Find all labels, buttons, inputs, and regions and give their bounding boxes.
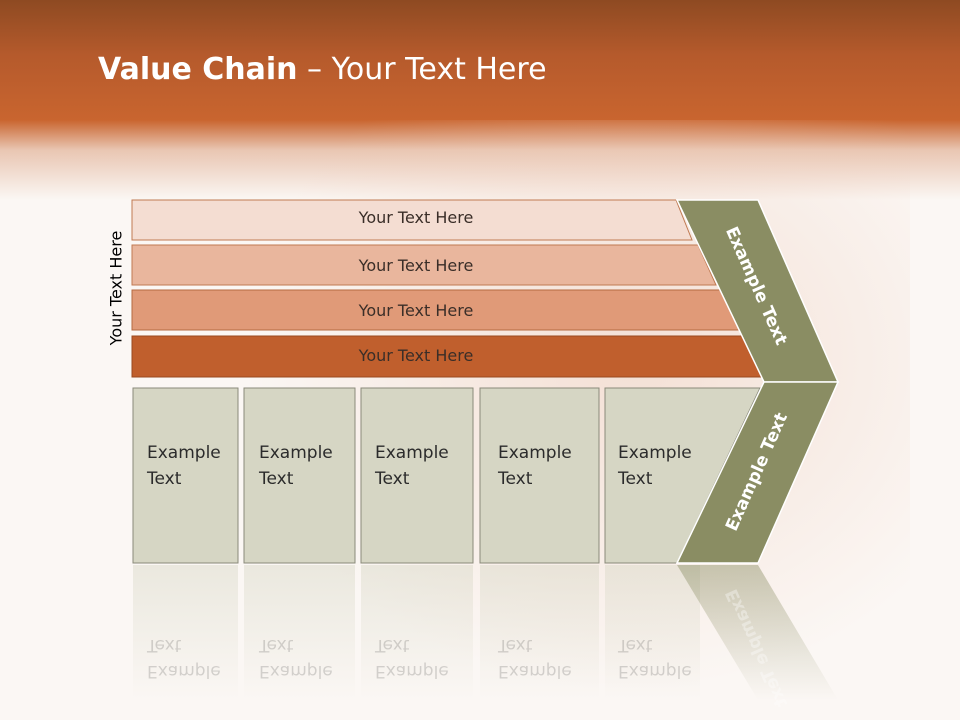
- box-reflection-4: [480, 565, 599, 700]
- chevron-lower-reflection: [677, 565, 838, 700]
- box-5-refl-line1: Example: [618, 661, 692, 681]
- activity-box-reflection-label-3: Example Text: [375, 632, 449, 684]
- box-reflection-5: [605, 565, 700, 700]
- box-2-refl-line1: Example: [259, 661, 333, 681]
- box-reflection-3: [361, 565, 473, 700]
- activity-box-reflection-label-5: Example Text: [618, 632, 692, 684]
- box-1-line2: Text: [147, 469, 182, 489]
- box-5-refl-line2: Text: [618, 635, 653, 655]
- box-3-line2: Text: [375, 469, 410, 489]
- activity-box-reflection-label-4: Example Text: [498, 632, 572, 684]
- box-2-refl-line2: Text: [259, 635, 294, 655]
- row-label-4: Your Text Here: [358, 346, 474, 365]
- slide-title-rest: – Your Text Here: [297, 52, 547, 87]
- box-4-refl-line2: Text: [498, 635, 533, 655]
- box-reflection-2: [244, 565, 355, 700]
- box-1-refl-line2: Text: [147, 635, 182, 655]
- diagram-reflection: [133, 565, 838, 700]
- row-label-1: Your Text Here: [358, 208, 474, 227]
- row-bar-1: [131, 199, 693, 241]
- box-4-refl-line1: Example: [498, 661, 572, 681]
- box-3-line1: Example: [375, 443, 449, 463]
- row-label-2: Your Text Here: [358, 256, 474, 275]
- slide-title-bold: Value Chain: [98, 52, 298, 87]
- activity-box-3: [360, 387, 474, 564]
- row-bar-2: [131, 244, 717, 286]
- box-3-refl-line2: Text: [375, 635, 410, 655]
- activity-box-2: [243, 387, 356, 564]
- activity-box-1: [132, 387, 239, 564]
- activity-box-reflection-label-1: Example Text: [147, 632, 221, 684]
- box-4-line2: Text: [498, 469, 533, 489]
- slide-title: Value Chain – Your Text Here: [98, 52, 547, 87]
- box-reflection-1: [133, 565, 238, 700]
- box-2-line1: Example: [259, 443, 333, 463]
- activity-box-reflection-label-2: Example Text: [259, 632, 333, 684]
- box-3-refl-line1: Example: [375, 661, 449, 681]
- box-5-line1: Example: [618, 443, 692, 463]
- chevron-lower: [675, 381, 840, 564]
- box-1-refl-line1: Example: [147, 661, 221, 681]
- activity-box-4: [479, 387, 600, 564]
- box-4-line1: Example: [498, 443, 572, 463]
- box-1-line1: Example: [147, 443, 221, 463]
- box-2-line2: Text: [259, 469, 294, 489]
- box-5-line2: Text: [618, 469, 653, 489]
- row-label-3: Your Text Here: [358, 301, 474, 320]
